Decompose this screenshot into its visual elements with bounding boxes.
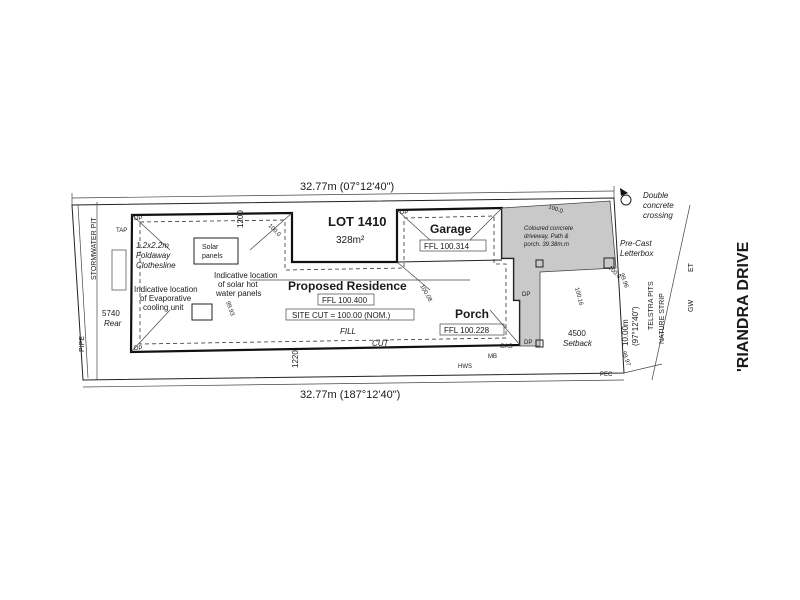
driveway-note-2: driveway, Path & [524, 234, 569, 240]
garage-wall [396, 259, 503, 263]
solar-note-2: panels [202, 253, 223, 260]
driveway-note-3: porch. 39.38m.m [523, 242, 569, 248]
stormwater-label: STORMWATER PIT [91, 217, 98, 280]
top-dimension: 32.77m (07°12'40") [300, 181, 394, 193]
crossing-note-3: crossing [643, 211, 673, 220]
clothesline-note-2: Foldaway [136, 251, 171, 260]
evap-note-1: Indicative location [134, 285, 198, 294]
dp-marker-4: DP [522, 292, 530, 298]
right-dimension-2: (97°12'40") [631, 306, 640, 346]
setback-bottom: 1220 [291, 350, 300, 368]
garage-label: Garage [430, 222, 472, 236]
gas-label: GAS [500, 344, 513, 350]
solar-panels-box [193, 237, 239, 265]
level-4: 100.16 [573, 287, 584, 307]
lot-area: 328m² [336, 235, 365, 246]
dp-marker-3: DP [134, 346, 142, 352]
driveway-area [501, 200, 617, 347]
clothesline-note-1: 1.2x2.2m [136, 241, 169, 250]
clothesline-icon [111, 249, 127, 291]
level-2: 99.93 [224, 301, 235, 318]
tap-label: TAP [116, 228, 127, 234]
level-6: 99.97 [620, 351, 631, 368]
crossing-note-2: concrete [643, 201, 674, 210]
site-cut-box [285, 308, 415, 321]
front-setback-label: Setback [563, 339, 593, 348]
level-1: 100.0 [267, 223, 282, 238]
kerb-line [651, 204, 691, 381]
flag-icon [620, 188, 628, 196]
et-label: ET [688, 262, 695, 272]
fill-label: FILL [340, 327, 356, 336]
hws-label: HWS [458, 364, 472, 370]
evap-note-3: cooling unit [143, 303, 184, 312]
crossing-note-1: Double [643, 191, 669, 200]
pec-label: PEC [600, 372, 613, 378]
pipe-line [77, 204, 89, 379]
hip-line [131, 214, 171, 251]
site-cut: SITE CUT = 100.00 (NOM.) [292, 311, 391, 320]
right-dimension-1: 10.00m [621, 319, 630, 346]
residence-ffl-box [317, 293, 375, 306]
lot-number: LOT 1410 [328, 214, 387, 229]
evap-note-2: of Evaporative [140, 294, 192, 303]
pipe-label: PIPE [79, 336, 86, 352]
bottom-dimension-line [82, 379, 625, 388]
level-3: 100.08 [418, 284, 433, 303]
hotwater-note-1: Indicative location [214, 271, 278, 280]
dp-marker-1: DP [134, 216, 142, 222]
residence-label: Proposed Residence [288, 279, 407, 293]
hip-line [489, 309, 521, 346]
rear-setback-label: Rear [104, 319, 122, 328]
hip-line [396, 209, 431, 241]
letterbox-note-2: Letterbox [620, 249, 654, 258]
level-5: 99.96 [618, 273, 629, 290]
mb-label: MB [488, 354, 497, 360]
street-name: 'RIANDRA DRIVE [735, 241, 752, 372]
hip-line [249, 212, 293, 251]
gw-label: GW [688, 300, 695, 312]
letterbox-icon [603, 257, 615, 269]
rear-setback-value: 5740 [102, 309, 120, 318]
dp-marker-2: DP [400, 210, 408, 216]
evap-unit-box [191, 303, 213, 321]
hotwater-note-3: water panels [215, 289, 261, 298]
front-setback-value: 4500 [568, 329, 586, 338]
top-dimension-line [71, 190, 615, 199]
porch-ffl: FFL 100.228 [444, 326, 490, 335]
bottom-dimension: 32.77m (187°12'40") [300, 389, 400, 401]
driveway-note-1: Coloured concrete [524, 226, 574, 232]
cut-label: CUT [372, 339, 390, 348]
telstra-label: TELSTRA PITS [648, 281, 655, 330]
hip-line [469, 207, 503, 241]
hip-line [396, 261, 431, 291]
hotwater-note-2: of solar hot [218, 280, 258, 289]
level-7: 100.0 [547, 204, 564, 215]
nature-strip-label: NATURE STRIP [659, 293, 666, 344]
porch-label: Porch [455, 307, 489, 321]
porch-ffl-box [439, 323, 505, 336]
residence-ffl: FFL 100.400 [322, 296, 368, 305]
pit-marker [535, 259, 544, 268]
letterbox-note-1: Pre-Cast [620, 239, 652, 248]
setback-top: 1200 [236, 210, 245, 228]
dp-marker-5: DP [524, 340, 532, 346]
crossing-marker-icon [620, 194, 632, 206]
garage-ffl: FFL 100.314 [424, 242, 470, 251]
verge-line [623, 363, 663, 374]
pit-marker [535, 339, 544, 348]
garage-ffl-box [419, 239, 487, 252]
solar-note-1: Solar [202, 244, 219, 251]
clothesline-note-3: Clothesline [136, 261, 176, 270]
eave-line [139, 215, 507, 345]
hip-line [130, 309, 171, 353]
